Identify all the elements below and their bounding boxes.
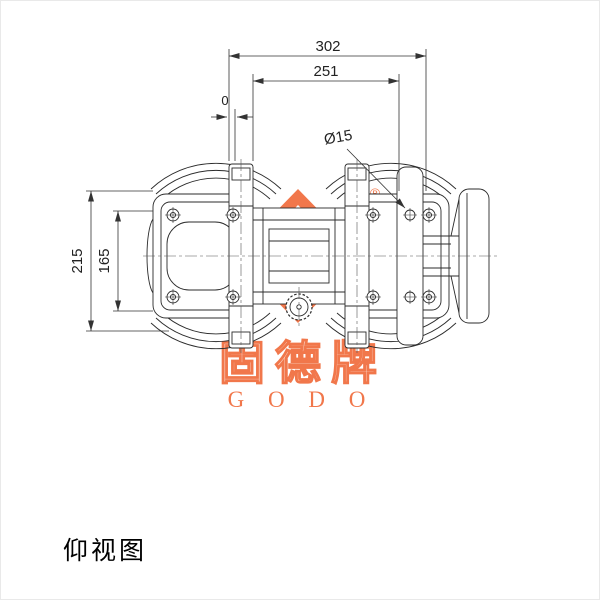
left-housing-arcs [150, 162, 282, 350]
dim-hole-diameter: Ø15 [323, 127, 354, 149]
right-housing-arcs [325, 162, 457, 350]
view-label: 仰视图 [63, 537, 148, 565]
registered-trademark-icon: ® [370, 185, 381, 201]
watermark-brand-en: G O D O [228, 387, 375, 412]
dim-offset: 0 [221, 93, 228, 108]
dim-outer-height: 215 [69, 248, 86, 273]
dimensions: 302 251 0 Ø15 215 165 [69, 38, 427, 332]
leader-hole-diameter [346, 148, 406, 209]
dim-inner-height: 165 [96, 248, 113, 273]
part-drawing [143, 159, 499, 353]
centerlines [143, 159, 499, 353]
dim-inner-width: 251 [313, 63, 338, 80]
splined-shaft-end [285, 293, 313, 321]
dim-total-width: 302 [315, 38, 340, 55]
shaft-hub-lines [269, 240, 329, 272]
extension-lines [86, 49, 427, 332]
